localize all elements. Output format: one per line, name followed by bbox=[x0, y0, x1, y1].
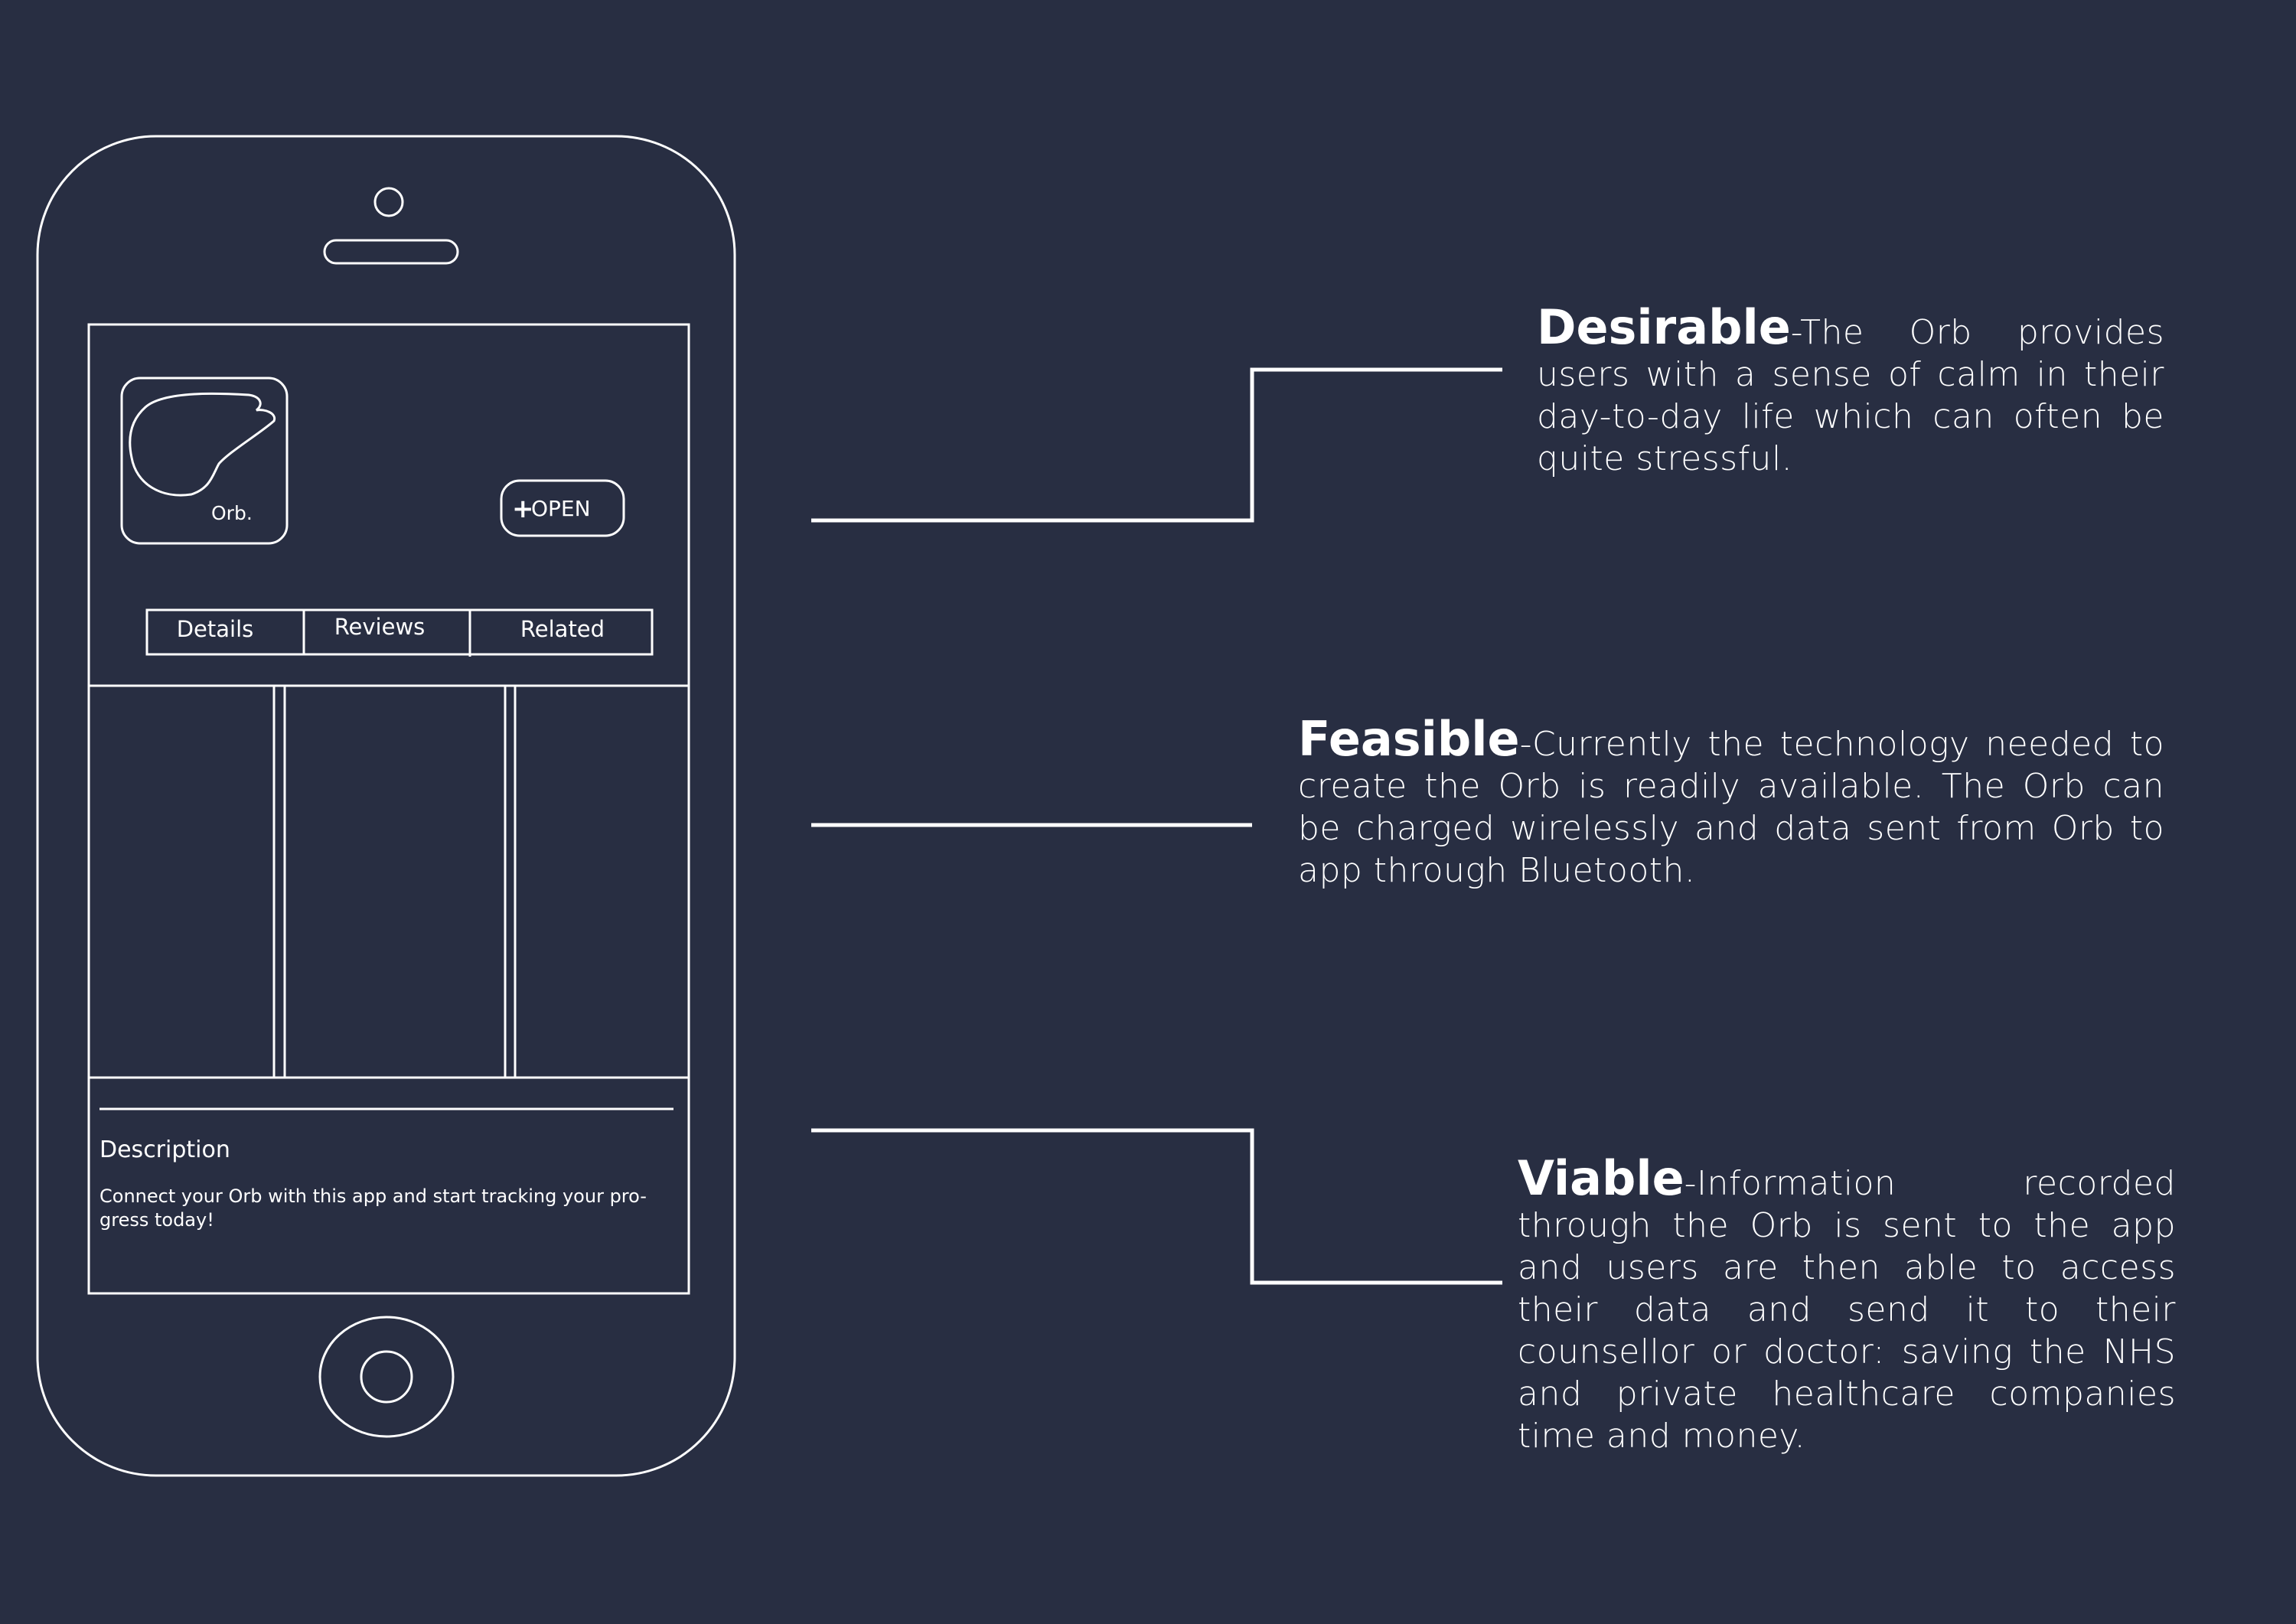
open-button-label: OPEN bbox=[531, 496, 591, 521]
callout-viable-title: Viable bbox=[1518, 1150, 1684, 1206]
phone-speaker bbox=[323, 239, 459, 265]
tab-related-label[interactable]: Related bbox=[520, 616, 605, 642]
callout-viable: Viable-Information recorded through the … bbox=[1518, 1155, 2176, 1457]
connector-desirable bbox=[811, 367, 1502, 523]
callout-desirable-title: Desirable bbox=[1537, 299, 1791, 355]
screenshot-panel-3[interactable] bbox=[514, 684, 690, 1079]
description-text-line2: gress today! bbox=[99, 1209, 214, 1231]
connector-viable bbox=[811, 1128, 1502, 1285]
description-text-line1: Connect your Orb with this app and start… bbox=[99, 1185, 647, 1207]
tab-reviews[interactable]: Reviews bbox=[334, 614, 426, 640]
tab-reviews-label[interactable]: Reviews bbox=[334, 614, 426, 640]
home-button-inner bbox=[360, 1350, 413, 1404]
callout-feasible-title: Feasible bbox=[1298, 711, 1520, 767]
orb-shape-icon bbox=[129, 392, 276, 497]
screenshot-panel-1[interactable] bbox=[87, 684, 276, 1079]
callout-viable-text: -Information recorded through the Orb is… bbox=[1518, 1164, 2176, 1456]
phone-camera bbox=[373, 187, 404, 217]
tab-details[interactable]: Details bbox=[177, 616, 254, 642]
open-button[interactable] bbox=[500, 479, 625, 537]
tab-details-label[interactable]: Details bbox=[177, 616, 254, 642]
tab-bar bbox=[145, 608, 654, 656]
open-button-plus: + bbox=[512, 494, 534, 524]
connectors bbox=[811, 367, 1502, 1285]
home-button[interactable] bbox=[318, 1316, 455, 1438]
phone-body bbox=[36, 135, 736, 1477]
description-heading: Description bbox=[99, 1136, 230, 1163]
callout-feasible: Feasible-Currently the technology needed… bbox=[1298, 716, 2164, 892]
screenshot-panel-2[interactable] bbox=[283, 684, 507, 1079]
app-screen: Orb. + OPEN Details Reviews Related Desc… bbox=[87, 377, 690, 1231]
phone-wireframe bbox=[36, 135, 736, 1477]
callout-feasible-text: -Currently the technology needed to crea… bbox=[1298, 725, 2164, 890]
callout-desirable: Desirable-The Orb provides users with a … bbox=[1537, 304, 2164, 480]
tab-related[interactable]: Related bbox=[520, 616, 605, 642]
app-icon-label: Orb. bbox=[211, 502, 253, 524]
app-icon[interactable] bbox=[120, 377, 289, 545]
callout-desirable-text: -The Orb provides users with a sense of … bbox=[1537, 313, 2164, 478]
